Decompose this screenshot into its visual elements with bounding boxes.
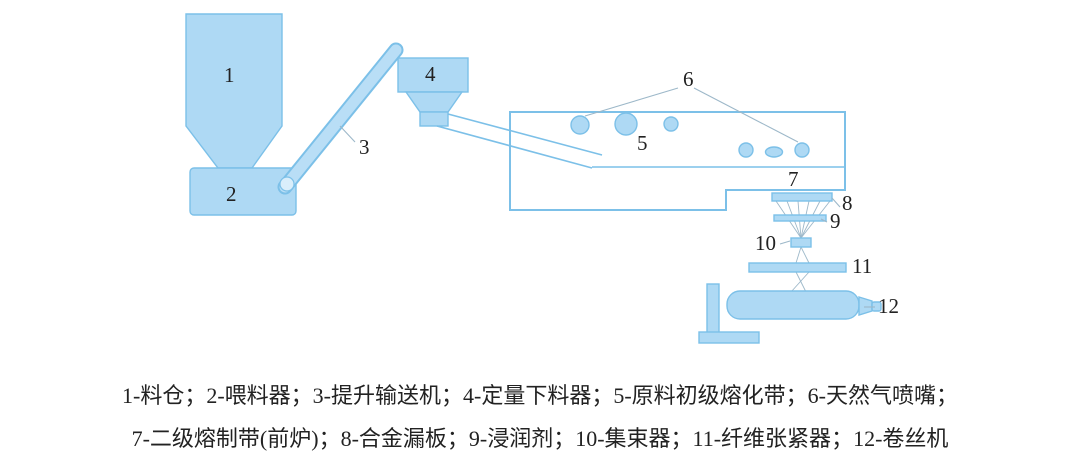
label-8: 8 [842,191,853,215]
caption-line-2: 7-二级熔制带(前炉)；8-合金漏板；9-浸润剂；10-集束器；11-纤维张紧器… [131,426,949,451]
bubble-2 [614,112,638,136]
fiber-tensioner: 11 [748,254,872,278]
fiber-line [795,246,802,264]
label-2: 2 [226,182,237,206]
label-8-leader [831,197,841,208]
hopper-silo-shape [185,13,283,169]
fiber-tensioner-shape [748,262,847,273]
bubble-5 [764,146,784,158]
hopper-silo: 1 [185,13,283,169]
bubble-6 [794,142,810,158]
label-10-leader [779,240,791,245]
melting-tank: 5 7 6 [436,67,846,211]
label-11: 11 [852,254,872,278]
label-12: 12 [878,294,899,318]
bubble-3 [663,116,679,132]
conveyor-pulley [279,176,295,192]
feeder-shape [189,167,297,216]
bubble-1 [570,115,590,135]
caption-line-1: 1-料仓；2-喂料器；3-提升输送机；4-定量下料器；5-原料初级熔化带；6-天… [122,383,958,408]
label-9: 9 [830,209,841,233]
sizing-applicator-shape [773,214,827,222]
winder-support-post [706,283,720,335]
charge-channel-bottom [436,125,593,169]
label-9-leader [820,218,828,223]
label-7: 7 [788,167,799,191]
figure-caption: 1-料仓；2-喂料器；3-提升输送机；4-定量下料器；5-原料初级熔化带；6-天… [0,374,1080,460]
dosing-hopper-spout [419,111,449,127]
process-diagram: 1 2 3 4 [185,13,899,344]
conveyor-belt [279,44,402,193]
bubble-4 [738,142,754,158]
fiber-line [795,271,807,293]
gathering-device: 10 [755,231,812,255]
bushing-plate: 8 [771,191,853,215]
label-6: 6 [683,67,694,91]
fiber-line [790,271,810,293]
sizing-applicator: 9 [773,209,841,233]
label-6-leader-right [693,87,799,143]
bushing-plate-shape [771,192,833,202]
tank-outline [509,111,846,211]
feeder: 2 [189,167,297,216]
winder-base [698,331,760,344]
label-4: 4 [425,62,436,86]
label-6-leader-left [584,87,679,117]
label-3-leader [339,125,356,143]
label-10: 10 [755,231,776,255]
dosing-hopper-body [397,57,469,93]
lift-conveyor: 3 [277,42,404,195]
winder-drum [726,290,860,320]
gathering-device-shape [790,237,812,248]
charge-channel-top [447,113,603,156]
winding-machine: 12 [698,283,899,344]
dosing-hopper-funnel [404,91,464,113]
label-1: 1 [224,63,235,87]
dosing-hopper: 4 [397,57,469,127]
winder-nose-cone [858,296,873,316]
fiber-line [800,246,810,264]
label-5: 5 [637,131,648,155]
label-3: 3 [359,135,370,159]
